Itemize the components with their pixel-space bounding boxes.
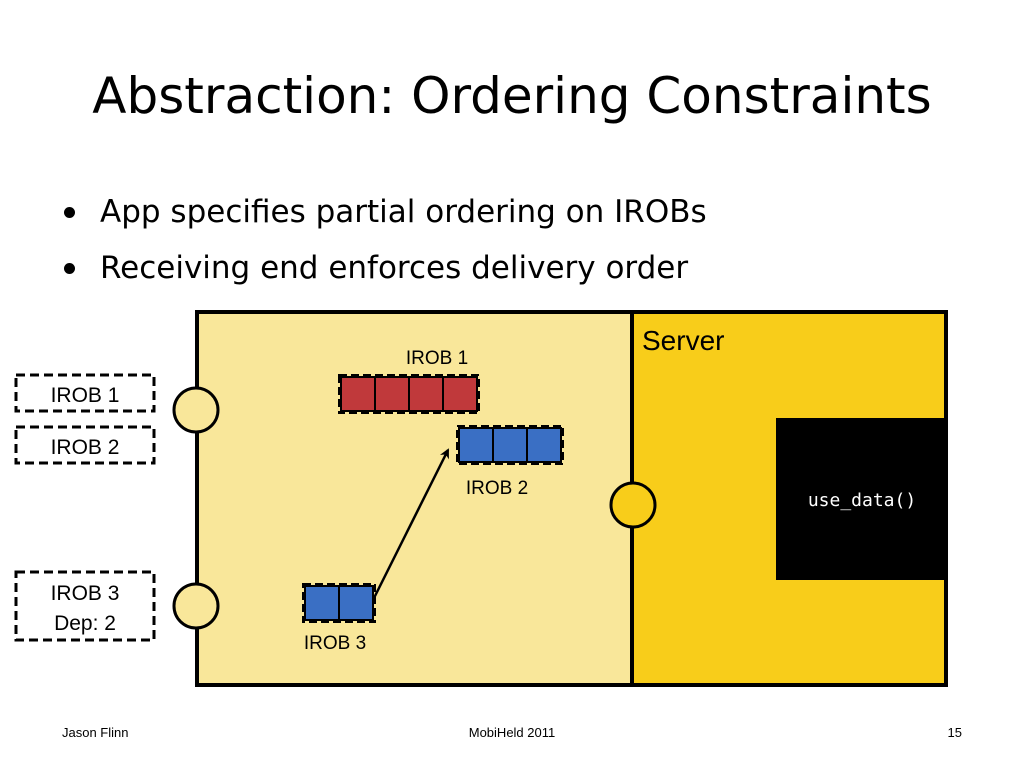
incoming-irob3-box [14, 570, 156, 642]
queue-irob2-label: IROB 2 [466, 478, 528, 499]
incoming-irob3-dependency: Dep: 2 [54, 612, 116, 635]
server-label: Server [642, 325, 724, 356]
queue-irob3-outline [302, 583, 376, 623]
queue-irob3-cell [304, 585, 340, 621]
queue-irob2-cell [458, 427, 494, 463]
incoming-irob3-label: IROB 3 [51, 582, 120, 605]
bullet-text: App specifies partial ordering on IROBs [100, 194, 707, 230]
incoming-irob2-box [14, 425, 156, 465]
server-port [609, 481, 657, 529]
footer-page-number: 15 [947, 725, 962, 740]
queue-irob1 [338, 374, 480, 414]
bullet-list: App specifies partial ordering on IROBs … [62, 190, 707, 302]
queue-irob1-cell [442, 376, 478, 412]
client-port-bottom [172, 582, 220, 630]
queue-irob3-cell [338, 585, 374, 621]
bullet-dot-icon [64, 207, 75, 218]
footer-author: Jason Flinn [62, 725, 129, 740]
queue-irob3-label: IROB 3 [304, 633, 366, 654]
queue-irob1-label: IROB 1 [406, 348, 468, 369]
bullet-item: Receiving end enforces delivery order [62, 246, 707, 302]
incoming-irob2-label: IROB 2 [51, 436, 120, 459]
use-data-box [776, 418, 948, 580]
queue-irob2 [456, 425, 564, 465]
queue-irob2-outline [456, 425, 564, 465]
client-port-top [172, 386, 220, 434]
queue-irob2-cell [492, 427, 528, 463]
bullet-dot-icon [64, 263, 75, 274]
slide-title: Abstraction: Ordering Constraints [92, 67, 932, 125]
queue-irob3 [302, 583, 376, 623]
incoming-irob1-label: IROB 1 [51, 384, 120, 407]
bullet-item: App specifies partial ordering on IROBs [62, 190, 707, 246]
queue-irob1-cell [340, 376, 376, 412]
queue-irob2-cell [526, 427, 562, 463]
bullet-text: Receiving end enforces delivery order [100, 250, 689, 286]
queue-irob1-cell [408, 376, 444, 412]
dependency-arrow [371, 448, 450, 601]
use-data-label: use_data() [808, 490, 916, 511]
queue-irob1-outline [338, 374, 480, 414]
client-region [195, 310, 635, 687]
footer-venue: MobiHeld 2011 [468, 725, 556, 740]
incoming-irob1-box [14, 373, 156, 413]
queue-irob1-cell [374, 376, 410, 412]
